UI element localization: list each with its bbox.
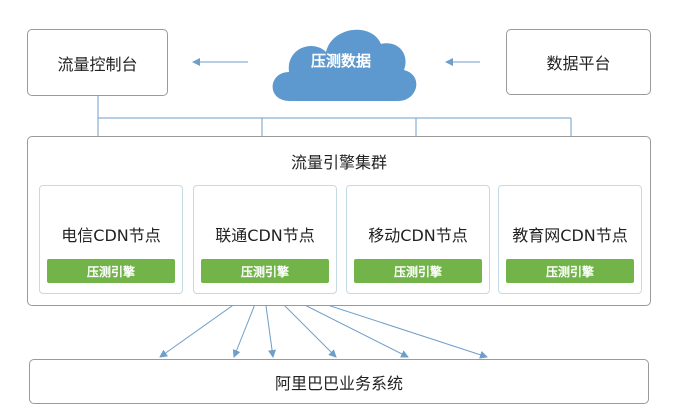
engine-badge: 压测引擎: [47, 259, 175, 283]
control-console-box: 流量控制台: [27, 29, 168, 96]
engine-badge: 压测引擎: [354, 259, 482, 283]
cloud-icon: [272, 29, 417, 101]
engine-cluster-title: 流量引擎集群: [290, 153, 387, 172]
control-console-label: 流量控制台: [57, 54, 138, 74]
cdn-node-label: 移动CDN节点: [368, 226, 468, 245]
business-system-label: 阿里巴巴业务系统: [274, 373, 403, 393]
cdn-node-unicom: 联通CDN节点 压测引擎: [193, 185, 337, 294]
cdn-node-education: 教育网CDN节点 压测引擎: [498, 185, 642, 294]
data-platform-box: 数据平台: [506, 29, 651, 95]
cdn-node-label: 联通CDN节点: [215, 226, 315, 245]
cdn-node-label: 教育网CDN节点: [512, 226, 628, 245]
engine-badge: 压测引擎: [201, 259, 329, 283]
cdn-node-mobile: 移动CDN节点 压测引擎: [346, 185, 490, 294]
cdn-node-label: 电信CDN节点: [61, 226, 161, 245]
business-system-box: 阿里巴巴业务系统: [29, 359, 649, 404]
cdn-node-telecom: 电信CDN节点 压测引擎: [39, 185, 183, 294]
data-platform-label: 数据平台: [546, 54, 611, 73]
engine-badge: 压测引擎: [506, 259, 634, 283]
cloud-label: 压测数据: [310, 52, 371, 70]
